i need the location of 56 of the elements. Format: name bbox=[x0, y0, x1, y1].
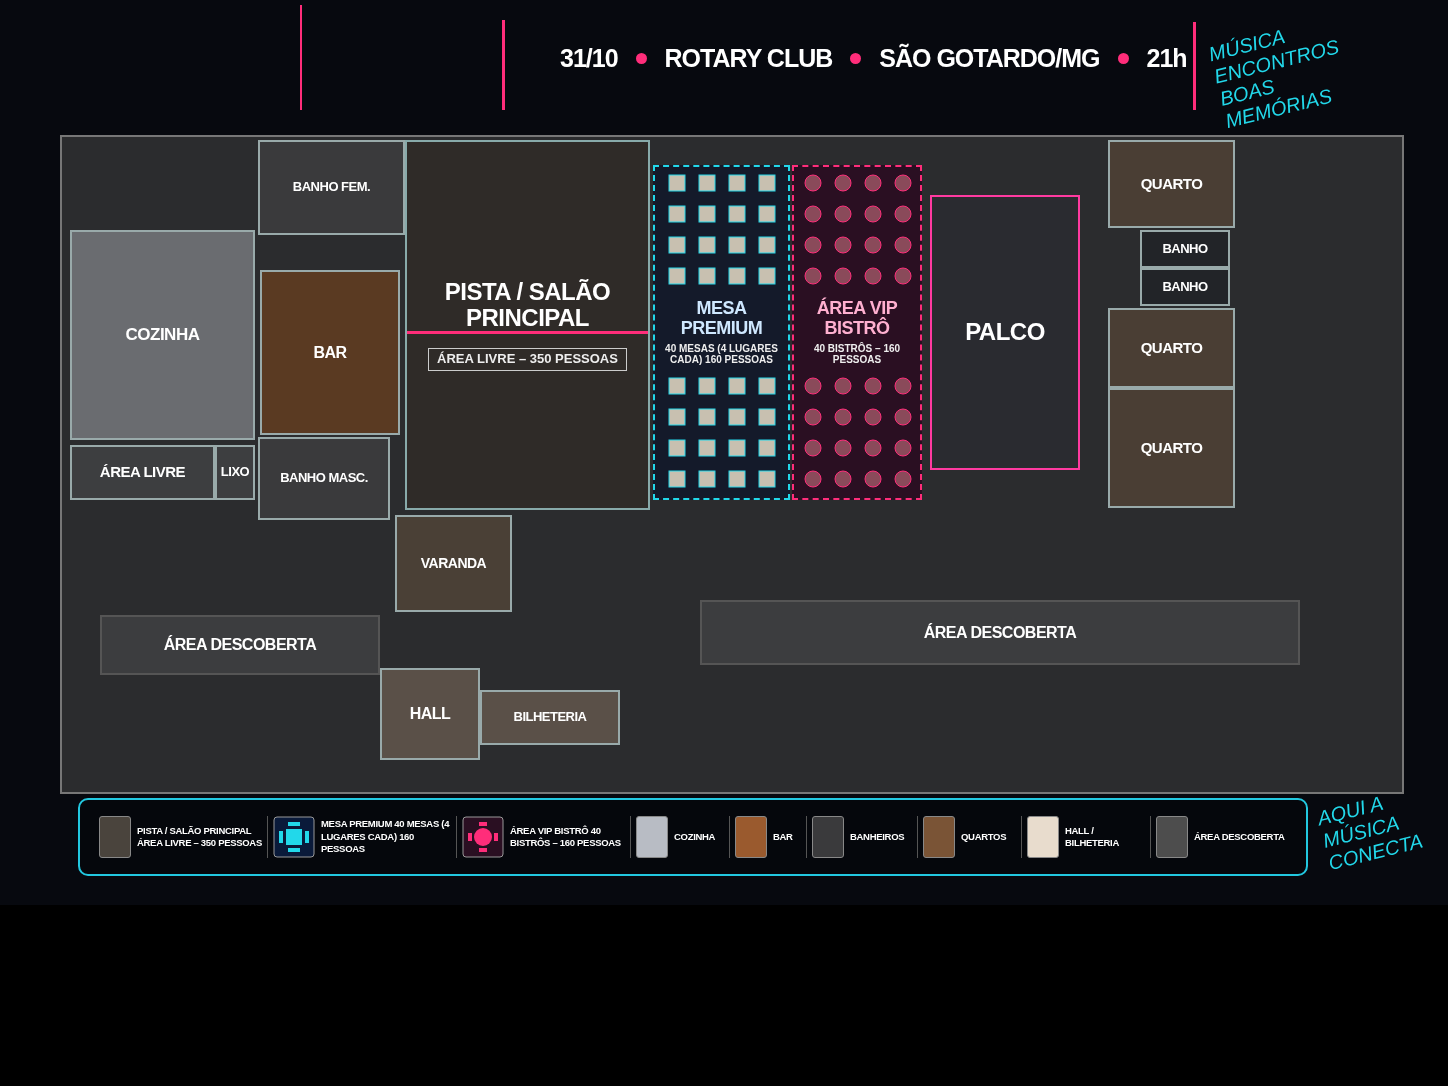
room-label: LIXO bbox=[220, 465, 250, 480]
room-label: PALCO bbox=[965, 319, 1045, 346]
restroom-area bbox=[258, 140, 405, 235]
bedroom-area bbox=[1108, 388, 1235, 508]
dance-floor-area bbox=[405, 140, 650, 510]
room-label: QUARTO bbox=[1140, 439, 1203, 457]
room-label: BANHO FEM. bbox=[292, 180, 371, 195]
bedroom-area bbox=[1108, 308, 1235, 388]
legend-label: ÁREA VIP BISTRÔ 40 BISTRÔS – 160 PESSOAS bbox=[510, 824, 622, 850]
room-label: MESA PREMIUM bbox=[679, 299, 764, 339]
legend-label: BAR bbox=[773, 830, 794, 844]
storage-area bbox=[215, 445, 255, 500]
room-label: QUARTO bbox=[1140, 175, 1203, 193]
room-label: ÁREA LIVRE bbox=[99, 464, 186, 481]
room-label: PISTA / SALÃO PRINCIPAL bbox=[407, 278, 648, 335]
event-info-text: 21h bbox=[1146, 44, 1187, 73]
hall-area bbox=[380, 668, 480, 760]
event-info-text: SÃO GOTARDO/MG bbox=[879, 44, 1100, 73]
legend-label: ÁREA DESCOBERTA bbox=[1194, 830, 1286, 844]
room-label: HALL bbox=[409, 705, 451, 723]
legend-label: HALL / BILHETERIA bbox=[1065, 824, 1120, 850]
ticket-booth-area bbox=[480, 690, 620, 745]
room-label: BANHO bbox=[1162, 241, 1208, 257]
room-label: BAR bbox=[313, 343, 347, 362]
room-label: BILHETERIA bbox=[513, 710, 587, 725]
open-area bbox=[70, 445, 215, 500]
restroom-area bbox=[1140, 230, 1230, 268]
room-label: VARANDA bbox=[420, 555, 487, 572]
room-label: BANHO bbox=[1162, 279, 1208, 295]
legend-label: BANHEIROS bbox=[850, 830, 906, 844]
capacity-text: 40 MESAS (4 LUGARES CADA) 160 PESSOAS bbox=[664, 342, 779, 366]
legend-label: PISTA / SALÃO PRINCIPAL ÁREA LIVRE – 350 PESSOAS bbox=[137, 824, 262, 850]
table-area bbox=[653, 165, 790, 500]
room-label: COZINHA bbox=[125, 325, 200, 345]
event-info-text: ROTARY CLUB bbox=[664, 44, 833, 73]
room-label: ÁREA DESCOBERTA bbox=[923, 623, 1077, 642]
legend-label: QUARTOS bbox=[961, 830, 1008, 844]
table-area bbox=[792, 165, 922, 500]
restroom-area bbox=[258, 437, 390, 520]
legend-label: MESA PREMIUM 40 MESAS (4 LUGARES CADA) 160 PESSOAS bbox=[321, 818, 451, 856]
legend-label: COZINHA bbox=[674, 830, 717, 844]
capacity-text: ÁREA LIVRE – 350 PESSOAS bbox=[428, 348, 627, 372]
capacity-text: 40 BISTRÔS – 160 PESSOAS bbox=[812, 342, 902, 366]
room-label: BANHO MASC. bbox=[280, 471, 368, 486]
stage-area bbox=[930, 195, 1080, 470]
bedroom-area bbox=[1108, 140, 1235, 228]
room-label: ÁREA VIP BISTRÔ bbox=[815, 299, 899, 339]
bar-area bbox=[260, 270, 400, 435]
restroom-area bbox=[1140, 268, 1230, 306]
kitchen-area bbox=[70, 230, 255, 440]
outdoor-area bbox=[100, 615, 380, 675]
outdoor-area bbox=[700, 600, 1300, 665]
event-info-text: 31/10 bbox=[560, 44, 618, 73]
room-label: ÁREA DESCOBERTA bbox=[163, 636, 317, 654]
room-label: QUARTO bbox=[1140, 339, 1203, 357]
veranda-area bbox=[395, 515, 512, 612]
